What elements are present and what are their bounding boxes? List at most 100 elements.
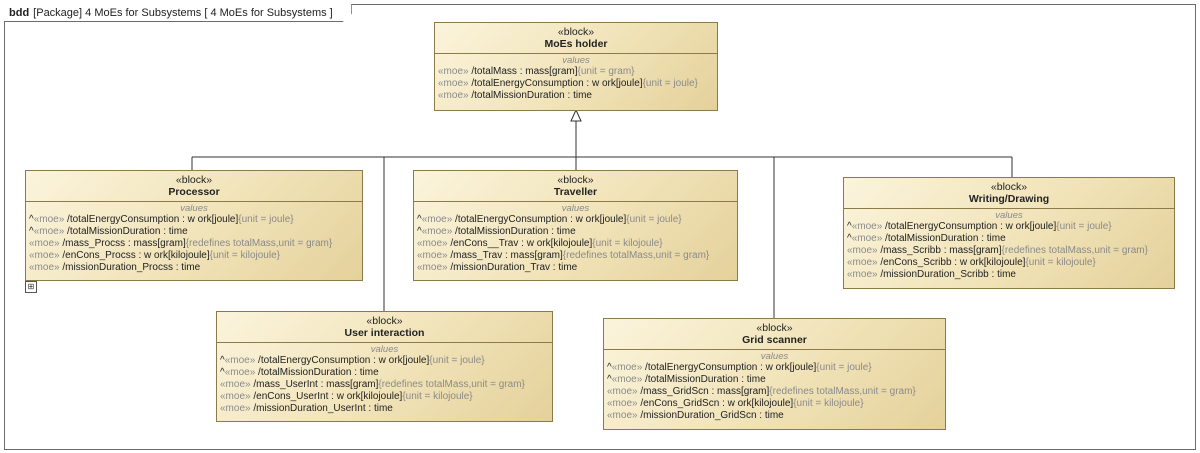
- moe-stereotype: «moe»: [29, 262, 60, 273]
- values-compartment: values «moe» /totalMass : mass[gram]{uni…: [435, 53, 717, 104]
- block-processor[interactable]: «block» Processor values ^«moe» /totalEn…: [25, 170, 363, 281]
- moe-stereotype: «moe»: [33, 226, 65, 237]
- value-property-text: /mass_GridScn : mass[gram]: [637, 386, 770, 397]
- value-property-row[interactable]: «moe» /missionDuration_UserInt : time: [220, 403, 549, 415]
- compartment-title: values: [370, 344, 399, 355]
- value-prefix: ^: [417, 214, 422, 225]
- block-stereotype: «block»: [756, 322, 793, 334]
- value-property-row[interactable]: ^«moe» /totalMissionDuration : time: [220, 367, 549, 379]
- value-property-row[interactable]: «moe» /enCons_UserInt : w ork[kilojoule]…: [220, 391, 549, 403]
- moe-stereotype: «moe»: [438, 78, 469, 89]
- value-property-text: /enCons_Scribb : w ork[kilojoule]: [877, 257, 1026, 268]
- moe-stereotype: «moe»: [607, 410, 638, 421]
- value-property-row[interactable]: «moe» /mass_Procss : mass[gram]{redefine…: [29, 238, 359, 250]
- value-property-row[interactable]: «moe» /totalMissionDuration : time: [438, 90, 714, 102]
- value-constraint: {unit = joule}: [238, 214, 294, 225]
- value-property-row[interactable]: «moe» /mass_Scribb : mass[gram]{redefine…: [847, 245, 1171, 257]
- moe-stereotype: «moe»: [611, 362, 643, 373]
- moe-stereotype: «moe»: [417, 250, 448, 261]
- value-property-text: /totalEnergyConsumption : w ork[joule]: [642, 362, 817, 373]
- value-property-text: /totalMass : mass[gram]: [468, 66, 578, 77]
- value-constraint: {unit = joule}: [816, 362, 872, 373]
- values-compartment: values ^«moe» /totalEnergyConsumption : …: [26, 201, 362, 276]
- values-compartment: values ^«moe» /totalEnergyConsumption : …: [217, 342, 552, 417]
- value-property-row[interactable]: «moe» /enCons__Trav : w ork[kilojoule]{u…: [417, 238, 734, 250]
- value-property-row[interactable]: ^«moe» /totalMissionDuration : time: [847, 233, 1171, 245]
- value-constraint: {unit = gram}: [577, 66, 635, 77]
- value-constraint: {redefines totalMass,unit = gram}: [378, 379, 525, 390]
- value-property-text: /totalEnergyConsumption : w ork[joule]: [255, 355, 430, 366]
- value-property-text: /totalMissionDuration : time: [255, 367, 379, 378]
- value-prefix: ^: [847, 233, 852, 244]
- block-stereotype: «block»: [557, 26, 595, 38]
- value-prefix: ^: [607, 362, 612, 373]
- moe-stereotype: «moe»: [438, 90, 469, 101]
- value-property-text: /totalMissionDuration : time: [468, 90, 592, 101]
- block-user-interaction[interactable]: «block» User interaction values ^«moe» /…: [216, 311, 553, 422]
- diagram-link-icon[interactable]: ⊞: [25, 281, 37, 293]
- value-property-text: /totalEnergyConsumption : w ork[joule]: [64, 214, 239, 225]
- value-property-row[interactable]: «moe» /totalMass : mass[gram]{unit = gra…: [438, 66, 714, 78]
- value-property-row[interactable]: ^«moe» /totalMissionDuration : time: [417, 226, 734, 238]
- value-property-row[interactable]: «moe» /missionDuration_Procss : time: [29, 262, 359, 274]
- moe-stereotype: «moe»: [851, 233, 883, 244]
- block-name: Traveller: [553, 186, 598, 198]
- value-property-row[interactable]: ^«moe» /totalMissionDuration : time: [29, 226, 359, 238]
- value-property-row[interactable]: ^«moe» /totalEnergyConsumption : w ork[j…: [607, 362, 942, 374]
- generalization-arrowhead: [570, 108, 582, 122]
- moe-stereotype: «moe»: [417, 262, 448, 273]
- value-property-row[interactable]: ^«moe» /totalEnergyConsumption : w ork[j…: [847, 221, 1171, 233]
- block-traveller[interactable]: «block» Traveller values ^«moe» /totalEn…: [413, 170, 738, 281]
- value-property-text: /enCons__Trav : w ork[kilojoule]: [447, 238, 593, 249]
- block-name: User interaction: [344, 327, 425, 339]
- value-property-row[interactable]: «moe» /missionDuration_Scribb : time: [847, 269, 1171, 281]
- compartment-title: values: [562, 55, 590, 66]
- block-writing-drawing[interactable]: «block» Writing/Drawing values ^«moe» /t…: [843, 177, 1175, 289]
- value-property-text: /mass_Scribb : mass[gram]: [877, 245, 1002, 256]
- value-prefix: ^: [417, 226, 422, 237]
- value-prefix: ^: [29, 226, 34, 237]
- value-property-text: /totalMissionDuration : time: [882, 233, 1006, 244]
- block-stereotype: «block»: [175, 174, 213, 186]
- value-property-row[interactable]: ^«moe» /totalEnergyConsumption : w ork[j…: [29, 214, 359, 226]
- moe-stereotype: «moe»: [29, 250, 60, 261]
- value-property-text: /mass_UserInt : mass[gram]: [250, 379, 379, 390]
- block-name: Grid scanner: [742, 334, 807, 346]
- moe-stereotype: «moe»: [33, 214, 65, 225]
- block-stereotype: «block»: [557, 174, 594, 186]
- value-property-row[interactable]: «moe» /mass_Trav : mass[gram]{redefines …: [417, 250, 734, 262]
- moe-stereotype: «moe»: [29, 238, 60, 249]
- block-moes-holder[interactable]: «block» MoEs holder values «moe» /totalM…: [434, 22, 718, 111]
- value-property-text: /missionDuration_GridScn : time: [637, 410, 784, 421]
- value-property-text: /totalEnergyConsumption : w ork[joule]: [882, 221, 1057, 232]
- value-constraint: {unit = kilojoule}: [209, 250, 280, 261]
- value-property-row[interactable]: «moe» /totalEnergyConsumption : w ork[jo…: [438, 78, 714, 90]
- diagram-frame-header: bdd [Package] 4 MoEs for Subsystems [ 4 …: [4, 4, 352, 22]
- moe-stereotype: «moe»: [224, 355, 256, 366]
- diagram-frame: [4, 4, 1196, 450]
- value-constraint: {unit = joule}: [642, 78, 698, 89]
- moe-stereotype: «moe»: [847, 257, 878, 268]
- value-property-text: /mass_Trav : mass[gram]: [447, 250, 563, 261]
- value-property-row[interactable]: ^«moe» /totalEnergyConsumption : w ork[j…: [417, 214, 734, 226]
- value-property-row[interactable]: «moe» /missionDuration_Trav : time: [417, 262, 734, 274]
- value-property-row[interactable]: «moe» /mass_UserInt : mass[gram]{redefin…: [220, 379, 549, 391]
- value-constraint: {unit = kilojoule}: [592, 238, 663, 249]
- value-property-row[interactable]: «moe» /missionDuration_GridScn : time: [607, 410, 942, 422]
- block-name: Processor: [168, 186, 220, 198]
- values-compartment: values ^«moe» /totalEnergyConsumption : …: [844, 208, 1174, 283]
- value-property-text: /mass_Procss : mass[gram]: [59, 238, 186, 249]
- moe-stereotype: «moe»: [847, 269, 878, 280]
- value-property-row[interactable]: «moe» /mass_GridScn : mass[gram]{redefin…: [607, 386, 942, 398]
- value-constraint: {unit = kilojoule}: [793, 398, 864, 409]
- moe-stereotype: «moe»: [417, 238, 448, 249]
- value-property-row[interactable]: «moe» /enCons_GridScn : w ork[kilojoule]…: [607, 398, 942, 410]
- value-property-row[interactable]: ^«moe» /totalEnergyConsumption : w ork[j…: [220, 355, 549, 367]
- value-property-row[interactable]: ^«moe» /totalMissionDuration : time: [607, 374, 942, 386]
- value-property-row[interactable]: «moe» /enCons_Procss : w ork[kilojoule]{…: [29, 250, 359, 262]
- compartment-title: values: [995, 210, 1023, 221]
- block-stereotype: «block»: [990, 181, 1028, 193]
- block-grid-scanner[interactable]: «block» Grid scanner values ^«moe» /tota…: [603, 318, 946, 430]
- moe-stereotype: «moe»: [220, 379, 251, 390]
- value-property-row[interactable]: «moe» /enCons_Scribb : w ork[kilojoule]{…: [847, 257, 1171, 269]
